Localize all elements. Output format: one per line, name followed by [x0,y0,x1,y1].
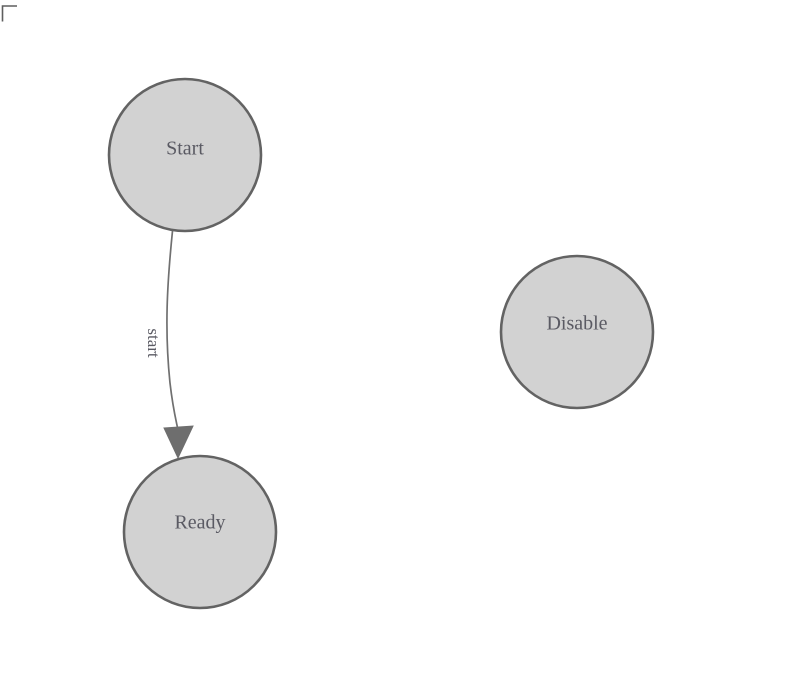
node-start-circle[interactable] [107,77,263,233]
edge-label-start: start [144,328,163,358]
edge-start-to-ready-line [166,230,179,431]
node-start-label: Start [166,138,204,160]
top-left-corner-mark [1,5,17,22]
edge-start-to-ready[interactable]: start [144,230,194,460]
node-disable-circle[interactable] [499,254,655,410]
node-ready-circle[interactable] [122,454,278,610]
node-ready[interactable]: Ready [122,454,278,610]
node-ready-label: Ready [174,512,225,534]
node-disable[interactable]: Disable [499,254,655,410]
node-disable-label: Disable [546,313,607,335]
edge-start-to-ready-arrowhead-icon [163,425,194,460]
node-start[interactable]: Start [107,77,263,233]
